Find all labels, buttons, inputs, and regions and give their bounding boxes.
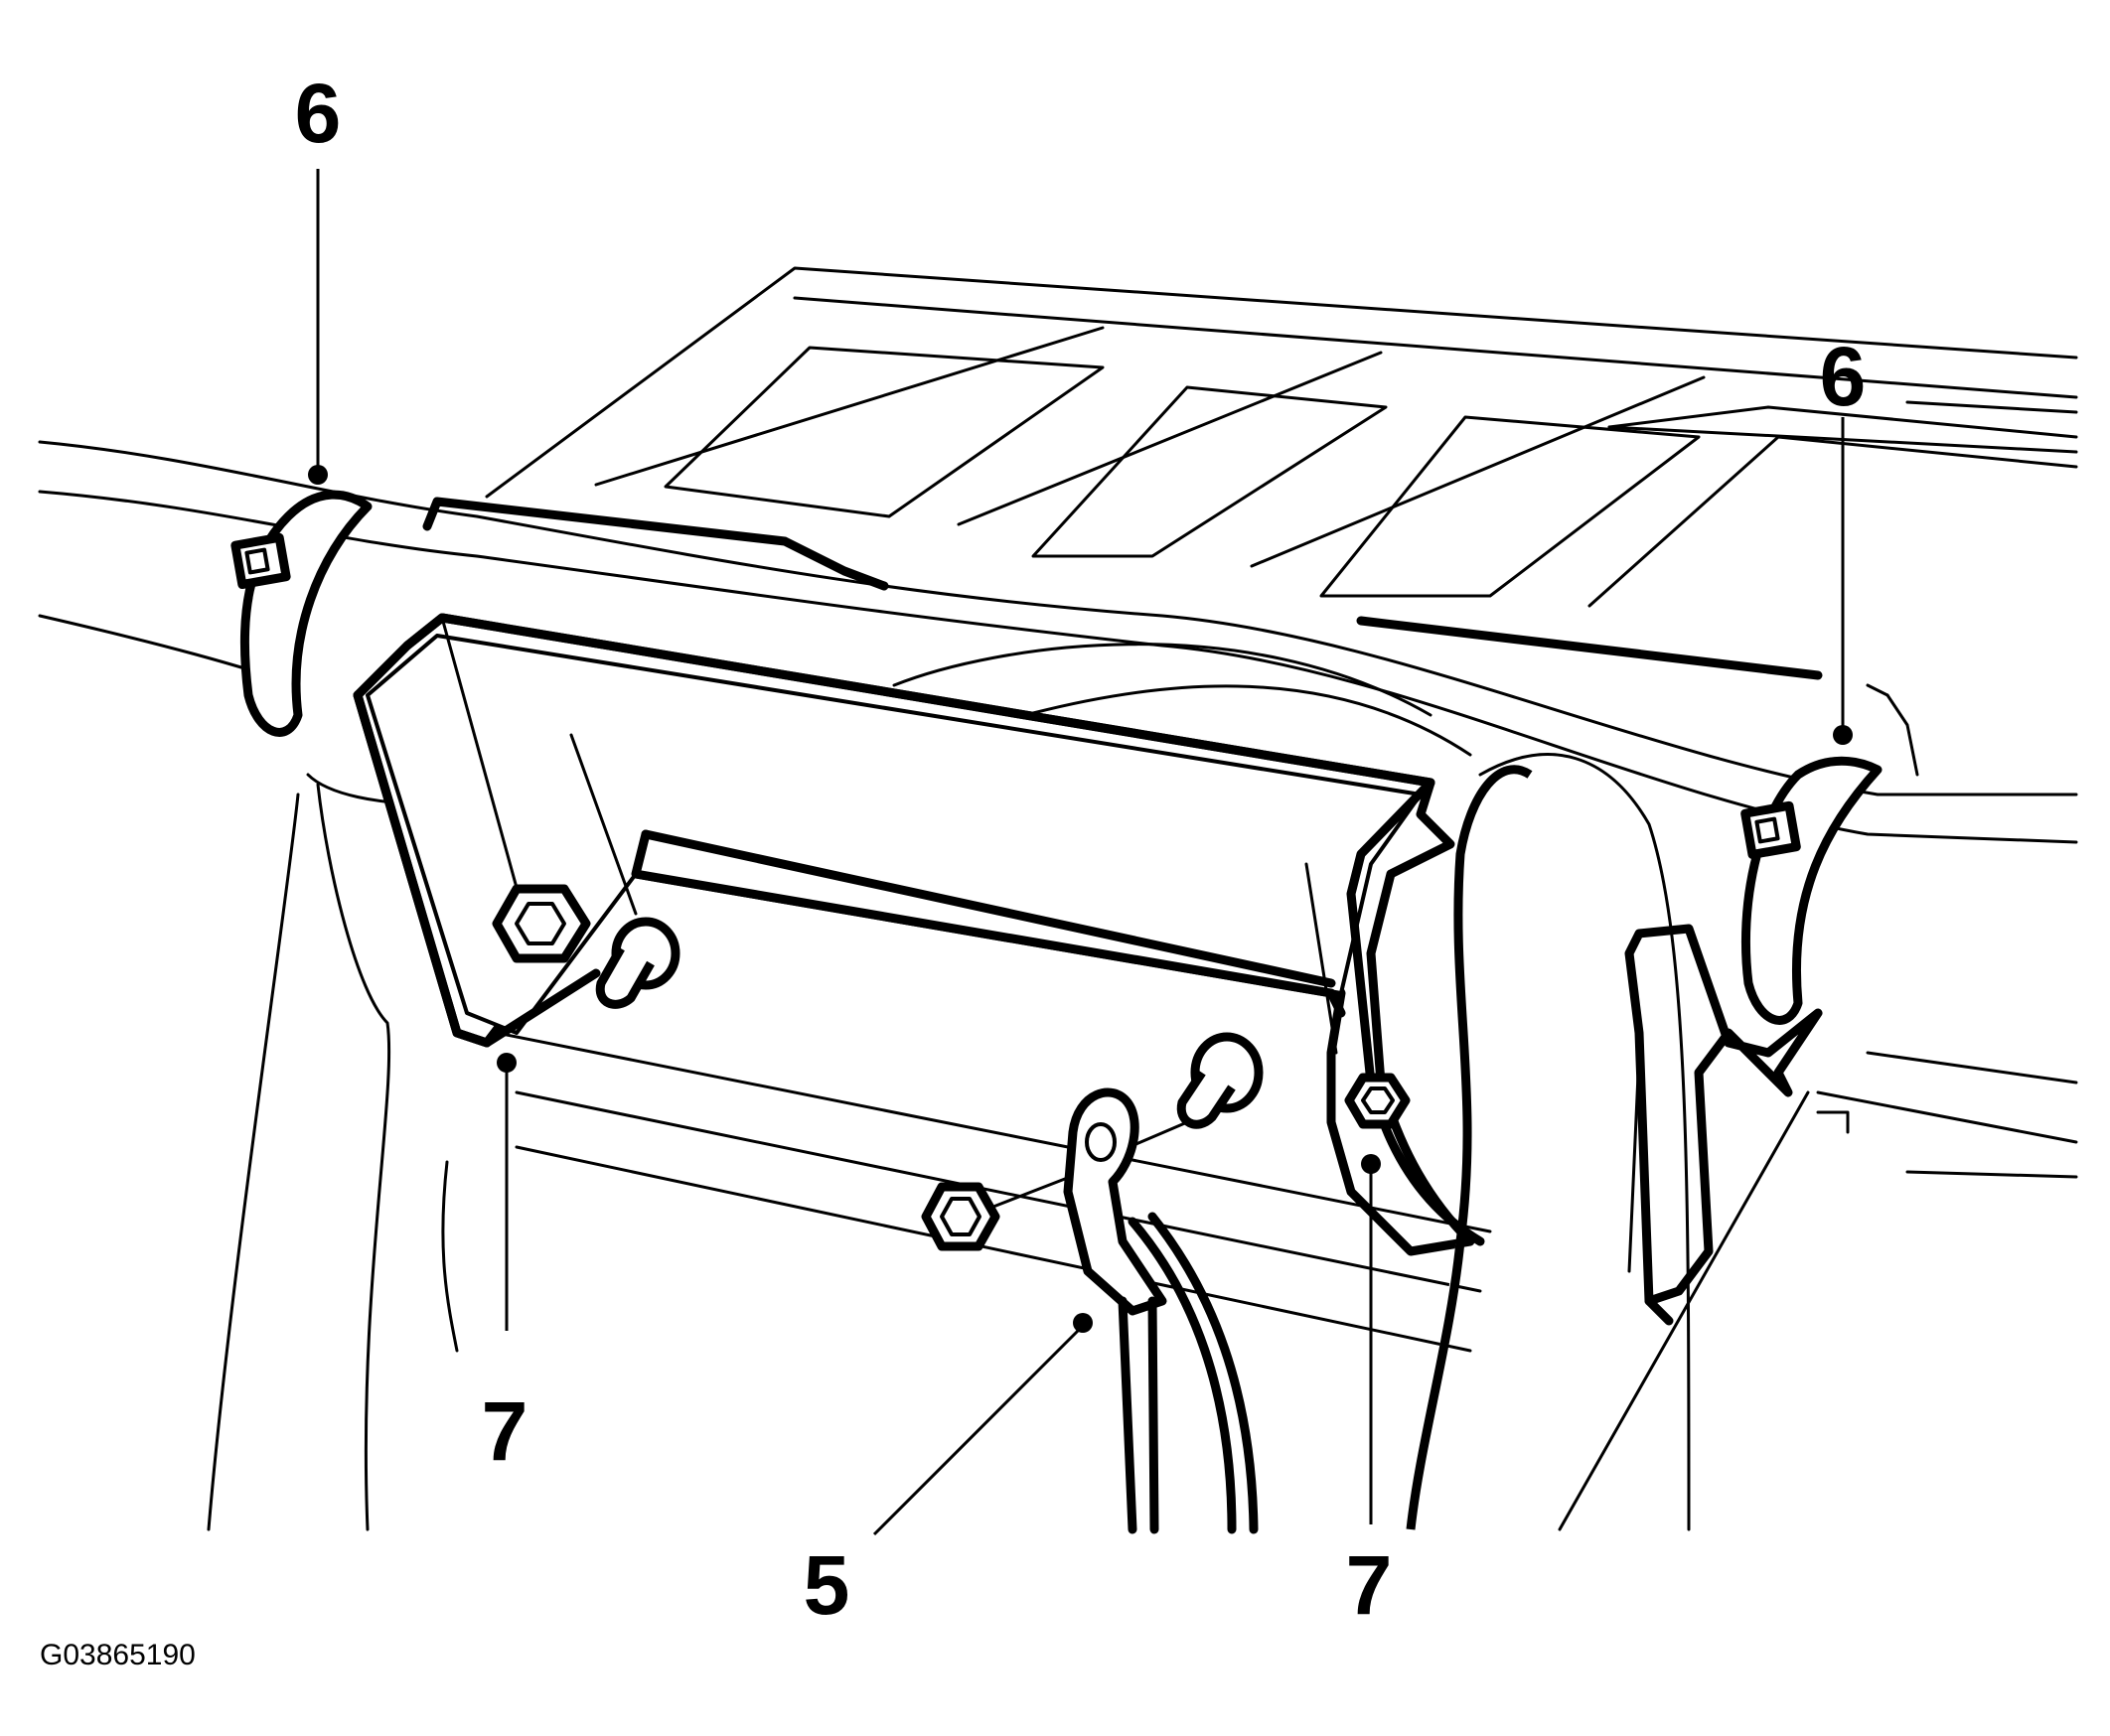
left-support-body (207, 773, 459, 1531)
cable-harness-tube (38, 440, 2078, 1179)
callout-number-7-right: 7 (1346, 1538, 1393, 1632)
ground-cable-assembly (991, 1087, 1259, 1534)
left-cable-clamp (230, 490, 373, 737)
callout-leaders (308, 169, 1853, 1536)
figure-id-label: G03865190 (40, 1639, 196, 1671)
callout-dot-6-right (1833, 725, 1853, 745)
callout-number-6-left: 6 (295, 67, 342, 160)
callout-dot-7-left (497, 1053, 517, 1073)
callout-number-5: 5 (804, 1538, 850, 1632)
callout-dot-7-right (1361, 1154, 1381, 1174)
callout-number-6-right: 6 (1820, 330, 1867, 423)
upper-grille-panel (422, 266, 2078, 680)
stud-center (1176, 1032, 1264, 1129)
ground-nut (921, 1182, 1000, 1251)
right-cable-clamp (1740, 756, 1883, 1025)
nut-right (1344, 1073, 1411, 1129)
callout-number-7-left: 7 (482, 1384, 528, 1478)
stud-left (595, 917, 680, 1009)
callout-dot-5 (1073, 1313, 1093, 1333)
right-support (1406, 683, 1919, 1531)
bolt-upper-left (492, 884, 591, 963)
mounting-bracket (353, 613, 1492, 1353)
callout-dot-6-left (308, 465, 328, 485)
